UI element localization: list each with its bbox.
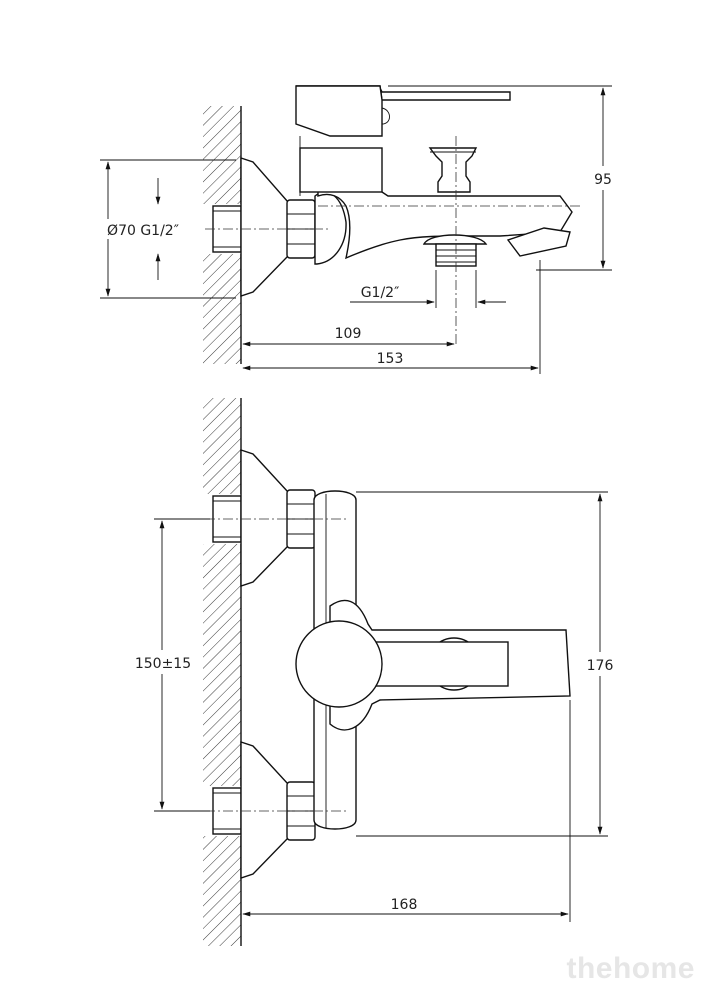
wall-hatch-bottom <box>203 398 241 946</box>
shower-outlet <box>422 234 488 267</box>
lever-handle <box>295 85 511 193</box>
watermark-logo: thehome <box>566 952 695 985</box>
dim-spacing-label: 150±15 <box>135 656 191 672</box>
diverter-knob <box>428 147 478 193</box>
lever-disc <box>295 620 383 708</box>
mixer-body <box>314 191 347 265</box>
top-view: 150±15 176 168 <box>130 398 618 946</box>
dim-depth-outlet-label: 109 <box>335 326 362 342</box>
dim-width-label: 176 <box>587 658 614 674</box>
dim-connection-label: Ø70 G1/2″ <box>107 223 179 239</box>
escutcheon <box>240 157 289 297</box>
spout-tip <box>506 227 571 257</box>
dim-height-label: 95 <box>594 172 612 188</box>
dim-depth-label: 168 <box>391 897 418 913</box>
dim-depth-total-label: 153 <box>377 351 404 367</box>
side-view: 95 Ø70 G1/2″ G1/2″ 109 153 <box>94 85 618 374</box>
dim-outlet-label: G1/2″ <box>361 285 400 301</box>
